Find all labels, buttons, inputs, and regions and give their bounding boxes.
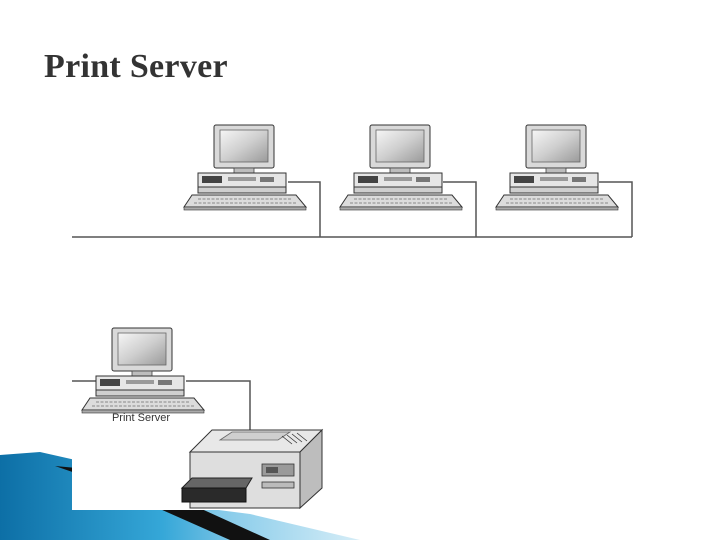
workstation-2	[340, 125, 462, 210]
printer	[182, 430, 322, 508]
workstation-3	[496, 125, 618, 210]
print-server-label: Print Server	[112, 412, 170, 424]
workstation-1	[184, 125, 306, 210]
